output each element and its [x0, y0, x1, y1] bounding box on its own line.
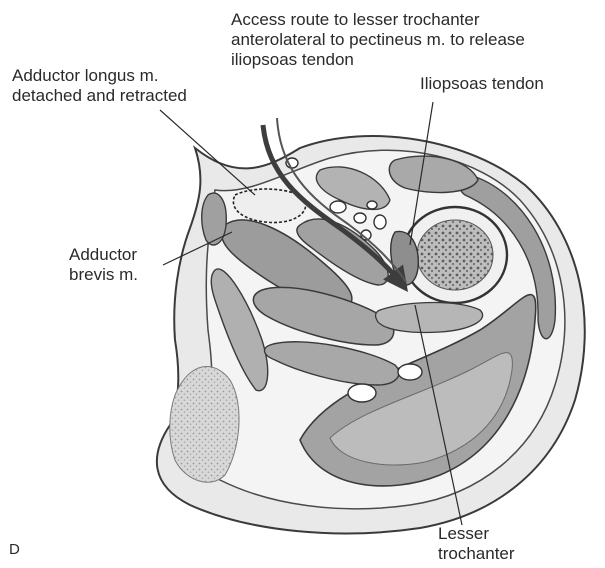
gracilis-muscle	[202, 193, 227, 245]
adductor-longus-label-line2: detached and retracted	[12, 86, 187, 106]
adductor-brevis-label: Adductor brevis m.	[69, 245, 138, 285]
adductor-longus-label-line1: Adductor longus m.	[12, 66, 187, 86]
access-route-label-line3: iliopsoas tendon	[231, 50, 525, 70]
iliopsoas-tendon-label: Iliopsoas tendon	[420, 74, 544, 94]
adductor-brevis-label-line2: brevis m.	[69, 265, 138, 285]
lesser-trochanter-label-line1: Lesser	[438, 524, 515, 544]
adductor-brevis-label-line1: Adductor	[69, 245, 138, 265]
access-route-label-line1: Access route to lesser trochanter	[231, 10, 525, 30]
lesser-trochanter-label: Lesser trochanter	[438, 524, 515, 564]
iliopsoas-tendon-label-line1: Iliopsoas tendon	[420, 74, 544, 94]
biceps-femoris-muscle	[376, 303, 483, 333]
lesser-trochanter-label-line2: trochanter	[438, 544, 515, 564]
access-route-label-line2: anterolateral to pectineus m. to release	[231, 30, 525, 50]
femur-bone	[403, 207, 507, 303]
adductor-longus-label: Adductor longus m. detached and retracte…	[12, 66, 187, 106]
panel-letter: D	[9, 540, 20, 560]
access-route-label: Access route to lesser trochanter antero…	[231, 10, 525, 70]
